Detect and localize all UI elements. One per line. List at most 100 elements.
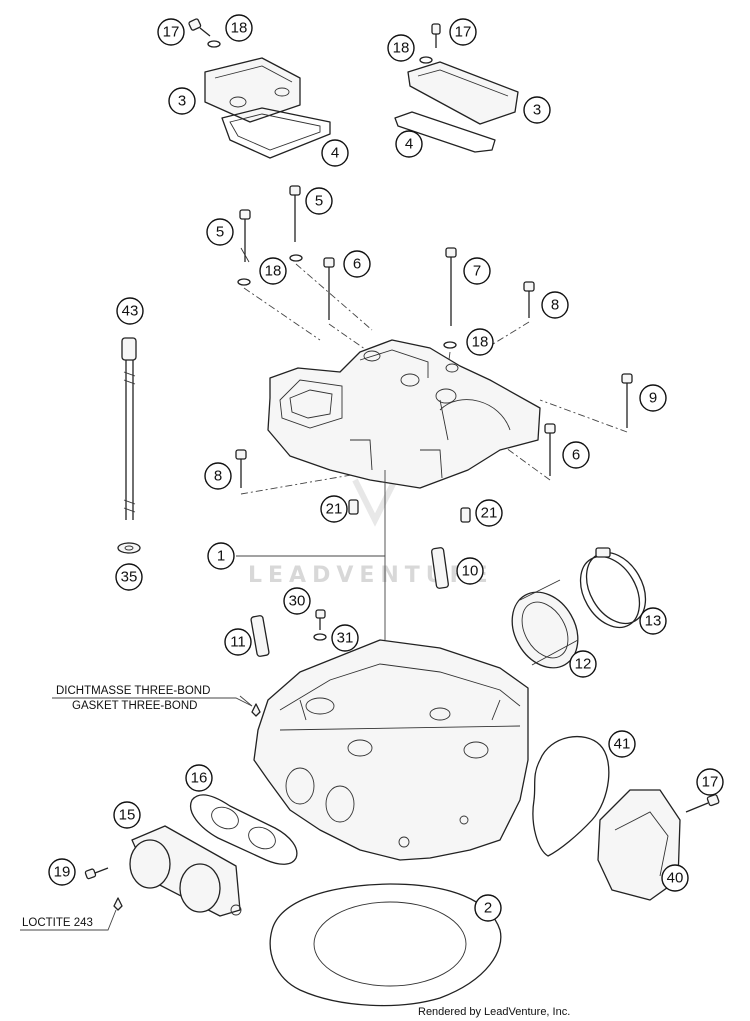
callout-35: 35 [115,563,143,591]
screw-19 [84,867,109,880]
bolt-5-right [289,185,301,242]
callout-2: 2 [474,894,502,922]
washer-31 [313,633,327,641]
callout-label: 5 [216,224,224,241]
callout-label: 31 [337,630,354,647]
callout-label: 3 [178,93,186,110]
callout-7: 7 [463,257,491,285]
hose-clamp-13 [579,547,647,629]
callout-4a: 4 [321,139,349,167]
washer-18-bolt-7 [443,341,457,349]
callout-5b: 5 [206,218,234,246]
callout-3b: 3 [523,96,551,124]
callout-label: 2 [484,900,492,917]
gasket-41 [532,735,610,857]
cylinder-head [253,639,529,861]
callout-label: 18 [393,40,410,57]
callout-label: 7 [473,263,481,280]
callout-10: 10 [456,557,484,585]
callout-label: 9 [649,390,657,407]
callout-17c: 17 [696,768,724,796]
callout-30: 30 [283,587,311,615]
callout-label: 13 [645,613,662,630]
callout-8a: 8 [541,291,569,319]
loctite-drop-icon [113,897,123,911]
callout-31: 31 [331,624,359,652]
callout-17a: 17 [157,18,185,46]
callout-label: 19 [54,864,71,881]
bolt-5-left [239,209,251,263]
callout-label: 8 [214,468,222,485]
intake-boot-12 [511,579,579,669]
watermark-text: LEADVENTURE [248,563,494,588]
callout-label: 5 [315,193,323,210]
bolt-8-lower [235,449,247,488]
callout-label: 21 [326,501,343,518]
callout-label: 11 [230,634,246,651]
bolt-7 [445,247,457,326]
callout-21a: 21 [320,495,348,523]
valve-cover-right [407,61,519,125]
callout-11: 11 [224,628,252,656]
callout-3a: 3 [168,87,196,115]
bolt-9 [621,373,633,428]
screw-17-cover [685,794,720,813]
callout-21b: 21 [475,499,503,527]
callout-5a: 5 [305,187,333,215]
bolt-17-left [188,18,211,37]
callout-13: 13 [639,607,667,635]
callout-16: 16 [185,764,213,792]
callout-label: 41 [614,736,631,753]
callout-label: 16 [191,770,208,787]
valve-guide-11 [250,615,270,657]
loctite-note: LOCTITE 243 [22,917,93,929]
callout-label: 15 [119,807,136,824]
dowel-pin-21-left [348,499,359,515]
sealant-note-line2: GASKET THREE-BOND [72,700,197,712]
bolt-17-right [431,23,441,48]
head-stud-43 [121,337,137,520]
callout-18a: 18 [225,14,253,42]
callout-label: 6 [353,256,361,273]
callout-18b: 18 [387,34,415,62]
callout-19: 19 [48,858,76,886]
washer-18-right [419,56,433,64]
callout-6b: 6 [562,441,590,469]
exhaust-gasket-16 [190,794,298,865]
callout-4b: 4 [395,130,423,158]
dowel-pin-21-right [460,507,471,523]
callout-12: 12 [569,650,597,678]
callout-9: 9 [639,384,667,412]
valve-cover-left [204,57,301,123]
washer-18-bridge-right [289,254,303,262]
callout-label: 17 [163,24,180,41]
callout-1: 1 [207,542,235,570]
bolt-6-upper [323,257,335,320]
bolt-8-upper [523,281,535,318]
callout-43: 43 [116,297,144,325]
callout-18c: 18 [259,257,287,285]
callout-18d: 18 [466,328,494,356]
valve-cover-gasket-left [221,107,331,159]
washer-35 [117,542,141,554]
callout-label: 1 [217,548,225,565]
callout-label: 18 [472,334,489,351]
bolt-6-lower [544,423,556,476]
head-gasket-2 [269,883,502,1007]
washer-18-bridge-left [237,278,251,286]
screw-30 [315,609,326,630]
callout-label: 4 [331,145,339,162]
callout-label: 10 [462,563,479,580]
callout-label: 40 [667,870,684,887]
callout-label: 35 [121,569,138,586]
callout-15: 15 [113,801,141,829]
callout-label: 3 [533,102,541,119]
valve-guide-10 [431,547,449,589]
callout-label: 8 [551,297,559,314]
credit-text: Rendered by LeadVenture, Inc. [418,1006,570,1018]
callout-label: 18 [231,20,248,37]
exhaust-flange-15 [129,825,242,917]
callout-label: 17 [702,774,719,791]
callout-6a: 6 [343,250,371,278]
